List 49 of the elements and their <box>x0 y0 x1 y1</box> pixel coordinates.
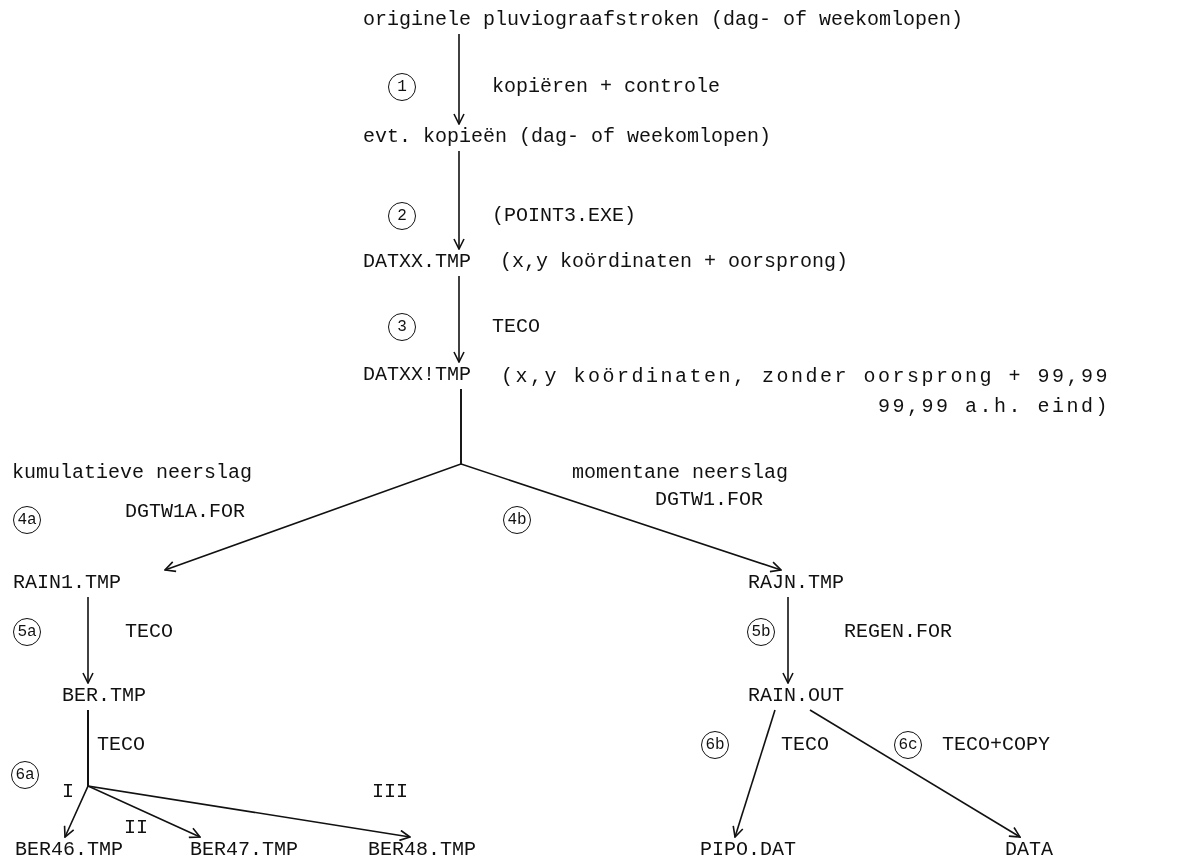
edge-label: TECO+COPY <box>942 734 1051 756</box>
file-label: RAJN.TMP <box>748 572 844 594</box>
file-label: originele pluviograafstroken (dag- of weekomlopen) <box>363 9 964 31</box>
arrow <box>453 33 465 125</box>
edge-label: DGTW1.FOR <box>655 489 764 511</box>
edge-label: TECO <box>781 734 829 756</box>
arrow <box>87 709 411 842</box>
arrow <box>732 709 776 838</box>
file-label: BER46.TMP <box>15 839 124 861</box>
edge-label: TECO <box>492 316 540 338</box>
edge-label: DGTW1A.FOR <box>125 501 246 523</box>
step-number-circle: 4b <box>503 506 531 534</box>
step-number-circle: 6c <box>894 731 922 759</box>
step-number-circle: 5a <box>13 618 41 646</box>
edge-label: III <box>372 781 408 803</box>
arrow <box>453 150 465 250</box>
file-label: PIPO.DAT <box>700 839 796 861</box>
branch-heading: momentane neerslag <box>572 462 789 484</box>
file-label: DATXX.TMP <box>363 251 472 273</box>
file-label: RAIN.OUT <box>748 685 844 707</box>
step-label: TECO <box>97 734 145 756</box>
edge-label: kopiëren + controle <box>492 76 721 98</box>
arrow <box>460 388 782 573</box>
file-label: BER48.TMP <box>368 839 477 861</box>
file-label: BER.TMP <box>62 685 146 707</box>
step-number-circle: 5b <box>747 618 775 646</box>
edge-label: (POINT3.EXE) <box>492 205 637 227</box>
step-number-circle: 1 <box>388 73 416 101</box>
step-number-circle: 4a <box>13 506 41 534</box>
file-label: DATA <box>1005 839 1053 861</box>
step-number-circle: 6b <box>701 731 729 759</box>
edge-label: II <box>124 817 148 839</box>
file-label: DATXX!TMP <box>363 364 472 386</box>
arrow <box>782 596 794 684</box>
file-label: evt. kopieën (dag- of weekomlopen) <box>363 126 772 148</box>
arrow <box>453 275 465 363</box>
annotation-text: (x,y koördinaten, zonder oorsprong + 99,99 99,99 a.h. eind) <box>499 364 1110 420</box>
file-label: RAIN1.TMP <box>13 572 122 594</box>
step-number-circle: 3 <box>388 313 416 341</box>
annotation-text: (x,y koördinaten + oorsprong) <box>500 251 849 273</box>
edge-label: REGEN.FOR <box>844 621 953 643</box>
arrow <box>82 596 94 684</box>
branch-heading: kumulatieve neerslag <box>12 462 253 484</box>
edge-label: I <box>62 781 74 803</box>
edge-label: TECO <box>125 621 173 643</box>
file-label: BER47.TMP <box>190 839 299 861</box>
arrow <box>809 709 1021 838</box>
step-number-circle: 6a <box>11 761 39 789</box>
step-number-circle: 2 <box>388 202 416 230</box>
